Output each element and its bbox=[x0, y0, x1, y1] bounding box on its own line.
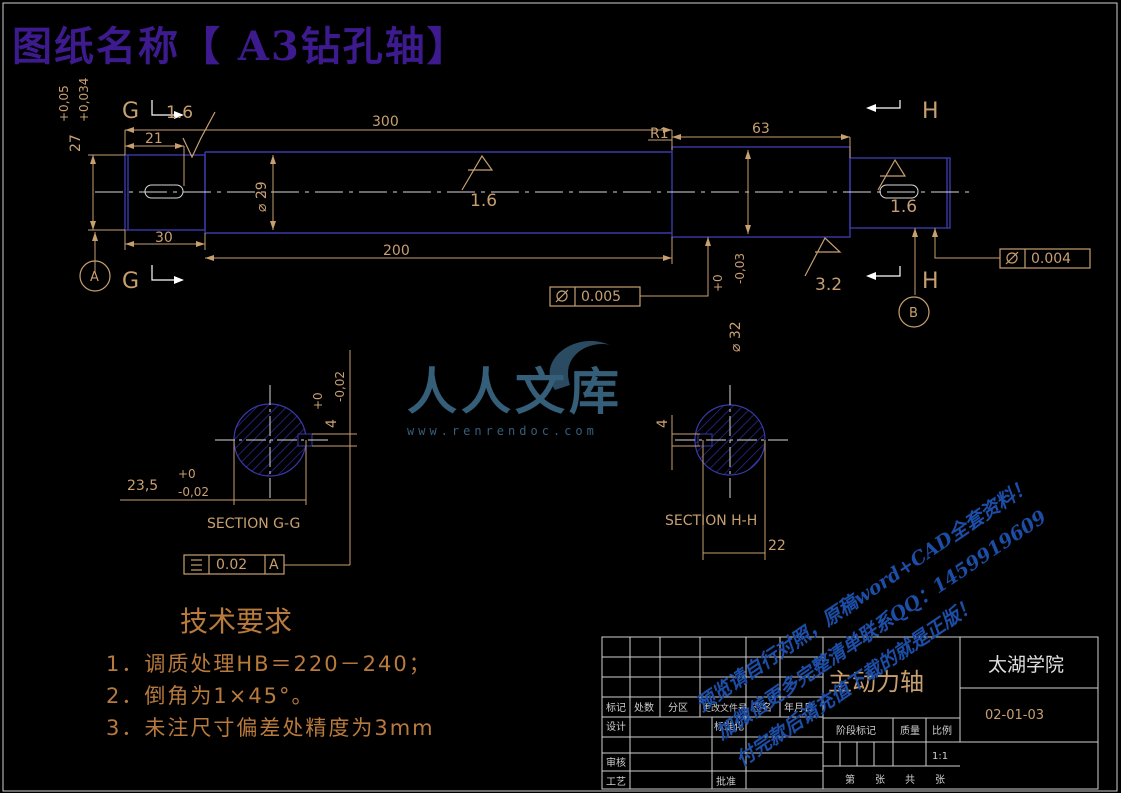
tech-requirements-title: 技术要求 bbox=[180, 605, 293, 638]
dim-30: 30 bbox=[155, 230, 173, 246]
datum-a-label: A bbox=[90, 270, 99, 285]
section-h-h bbox=[671, 385, 790, 560]
tb-sheet-no: 第 bbox=[845, 773, 855, 786]
dim-21: 21 bbox=[145, 131, 163, 147]
tb-approve: 批准 bbox=[716, 775, 736, 788]
sec-g-depth-tol-lower: -0,02 bbox=[178, 485, 209, 499]
section-mark-g-bottom: G bbox=[122, 269, 139, 294]
dimension-arrows bbox=[90, 127, 938, 261]
watermark-swoosh-icon bbox=[549, 341, 610, 390]
drawing-title: 图纸名称【 A3钻孔轴】 bbox=[12, 23, 469, 70]
roughness-1: 1.6 bbox=[166, 103, 193, 123]
tb-stage: 阶段标记 bbox=[836, 724, 876, 737]
tech-requirement-item: 3．未注尺寸偏差处精度为3mm bbox=[106, 716, 435, 740]
tb-design: 设计 bbox=[606, 720, 626, 733]
sec-g-depth: 23,5 bbox=[127, 478, 158, 494]
section-g-label: SECTION G-G bbox=[207, 516, 300, 532]
tech-requirement-item: 2．倒角为1×45°。 bbox=[106, 684, 315, 708]
tb-rev-header-4: 更改文件号 bbox=[702, 702, 747, 714]
dim-27-tol-upper: +0,05 bbox=[57, 85, 71, 122]
datum-b-circle bbox=[898, 296, 930, 328]
runout-frame-1 bbox=[549, 286, 641, 307]
sec-h-len: 22 bbox=[768, 538, 786, 554]
dim-27: 27 bbox=[68, 134, 84, 152]
watermark-url: www.renrendoc.com bbox=[407, 424, 598, 438]
tb-drawing-no: 02-01-03 bbox=[985, 708, 1044, 723]
tb-rev-header-2: 处数 bbox=[634, 701, 654, 714]
datum-b-label: B bbox=[909, 306, 918, 321]
roughness-2: 1.6 bbox=[470, 191, 497, 211]
dim-radius: R1 bbox=[650, 126, 669, 142]
tb-check: 审核 bbox=[606, 756, 626, 769]
tb-rev-header-6: 年月日 bbox=[784, 701, 814, 714]
dim-dia-29: ⌀ 29 bbox=[254, 181, 270, 212]
dim-63: 63 bbox=[752, 121, 770, 137]
sec-g-width-tol-lower: -0,02 bbox=[333, 371, 347, 402]
roughness-3: 1.6 bbox=[890, 197, 917, 217]
sec-g-width-tol-upper: +0 bbox=[311, 392, 325, 410]
tb-ratio: 比例 bbox=[932, 724, 952, 737]
section-mark-h-bottom: H bbox=[922, 269, 939, 294]
section-arrows bbox=[151, 100, 901, 281]
sec-g-width: 4 bbox=[324, 419, 340, 428]
datum-a-circle bbox=[79, 260, 111, 292]
tb-process: 工艺 bbox=[606, 776, 626, 788]
section-arrow-heads bbox=[174, 104, 876, 284]
section-h-label: SECTION H-H bbox=[665, 513, 757, 529]
tb-school: 太湖学院 bbox=[988, 654, 1064, 676]
dim-200: 200 bbox=[383, 243, 410, 259]
tb-part-name: 主动力轴 bbox=[828, 668, 924, 696]
title-block bbox=[601, 636, 1099, 790]
tb-rev-header-3: 分区 bbox=[668, 702, 688, 714]
tb-sheet-of: 张 bbox=[875, 774, 885, 786]
tb-standardize: 标准化 bbox=[714, 720, 744, 733]
dim-dia-32-tol-upper: +0 bbox=[711, 274, 725, 292]
tb-weight: 质量 bbox=[900, 725, 920, 737]
watermark-brand: 人人文库 bbox=[407, 362, 623, 421]
sec-g-depth-tol-upper: +0 bbox=[178, 467, 196, 481]
runout-value-2: 0.004 bbox=[1031, 251, 1071, 267]
section-mark-h-top: H bbox=[922, 99, 939, 124]
section-mark-g-top: G bbox=[122, 99, 139, 124]
dim-300: 300 bbox=[372, 114, 399, 130]
section-g-g bbox=[120, 350, 357, 566]
roughness-4: 3.2 bbox=[815, 275, 842, 295]
tech-requirement-item: 1．调质处理HB＝220－240； bbox=[106, 652, 432, 676]
dim-dia-32: ⌀ 32 bbox=[728, 321, 744, 352]
tb-scale: 1:1 bbox=[932, 751, 948, 762]
tb-rev-header-5: 签名 bbox=[752, 701, 772, 714]
roughness-symbols bbox=[182, 111, 907, 277]
dim-27-tol-lower: +0,034 bbox=[77, 78, 91, 122]
watermark-logo: 人人文库 www.renrendoc.com bbox=[405, 330, 705, 440]
symmetry-datum: A bbox=[269, 557, 279, 573]
tb-total: 共 bbox=[905, 774, 915, 786]
dim-dia-32-tol-lower: -0,03 bbox=[733, 253, 747, 284]
symmetry-value: 0.02 bbox=[216, 557, 247, 573]
runout-frame-2 bbox=[999, 248, 1091, 269]
sec-h-width: 4 bbox=[655, 419, 671, 428]
dimension-lines bbox=[88, 129, 1000, 297]
tb-rev-header-1: 标记 bbox=[606, 702, 626, 714]
runout-value-1: 0.005 bbox=[581, 289, 621, 305]
tb-sheets: 张 bbox=[935, 774, 945, 786]
